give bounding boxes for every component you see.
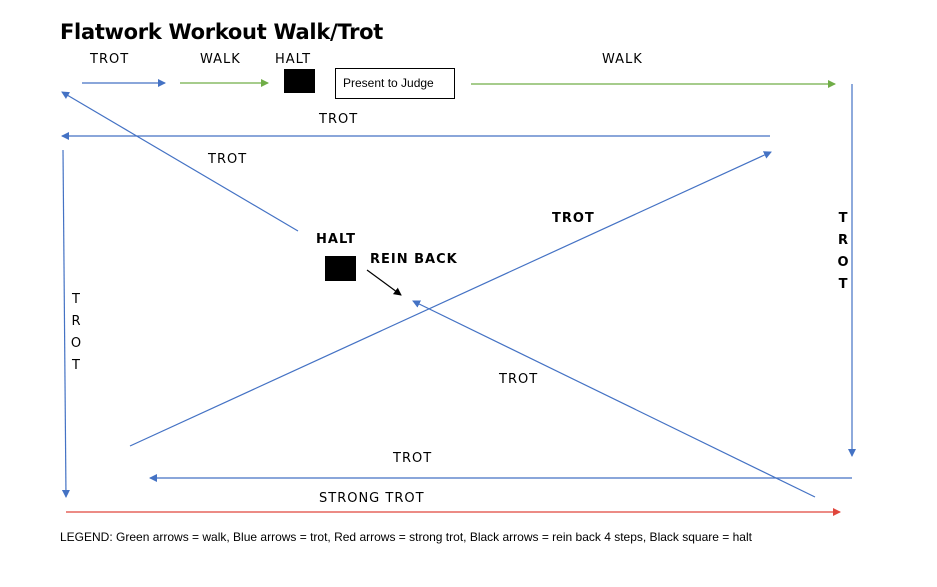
label-trot-diag-lower: TROT (499, 372, 539, 387)
label-trot-top-left: TROT (90, 52, 130, 67)
halt-square-top (284, 69, 315, 93)
label-halt-top: HALT (275, 52, 312, 67)
present-to-judge-box: Present to Judge (335, 68, 455, 99)
legend: LEGEND: Green arrows = walk, Blue arrows… (60, 530, 752, 544)
trot-arrow-left-down (61, 149, 70, 498)
label-trot-bottom: TROT (393, 451, 433, 466)
label-halt-center: HALT (316, 232, 356, 247)
label-trot-diag-upper-left: TROT (208, 152, 248, 167)
rein-back-arrow (366, 269, 402, 296)
label-trot-diag-center: TROT (552, 211, 595, 226)
trot-arrow-diag-up-right (129, 151, 772, 447)
label-walk-top-left: WALK (200, 52, 241, 67)
halt-square-center (325, 256, 356, 281)
label-trot-right-vertical: TROT (837, 211, 849, 292)
label-walk-top-right: WALK (602, 52, 643, 67)
trot-arrow-diag-up-left (412, 300, 816, 498)
label-strong-trot: STRONG TROT (319, 491, 425, 506)
label-rein-back: REIN BACK (370, 252, 458, 267)
diagram-title: Flatwork Workout Walk/Trot (60, 20, 384, 44)
label-trot-top-long: TROT (319, 112, 359, 127)
label-trot-left-vertical: TROT (70, 292, 82, 373)
trot-arrow-diag-upper-left (61, 91, 299, 232)
